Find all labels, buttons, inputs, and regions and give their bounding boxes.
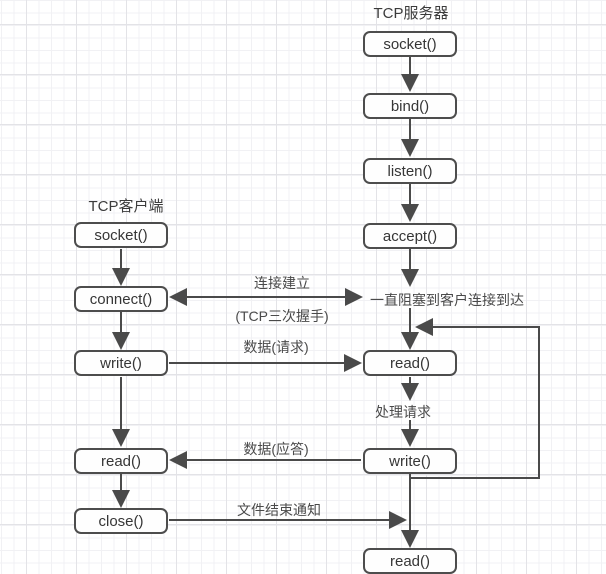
label-process-request: 处理请求: [375, 404, 431, 420]
client-node-socket: socket(): [74, 222, 168, 248]
label-data-request: 数据(请求): [243, 339, 309, 355]
client-node-close: close(): [74, 508, 168, 534]
label-blocked-until-client: 一直阻塞到客户连接到达: [370, 292, 524, 308]
loop-back-arrow: [410, 318, 540, 479]
client-node-read: read(): [74, 448, 168, 474]
client-node-write: write(): [74, 350, 168, 376]
server-node-read-eof: read(): [363, 548, 457, 574]
label-three-way-handshake: (TCP三次握手): [235, 308, 329, 324]
server-node-socket: socket(): [363, 31, 457, 57]
label-eof-notice: 文件结束通知: [237, 502, 321, 518]
server-column-title: TCP服务器: [373, 5, 449, 22]
server-node-read: read(): [363, 350, 457, 376]
client-column-title: TCP客户端: [88, 198, 164, 215]
server-node-accept: accept(): [363, 223, 457, 249]
client-node-connect: connect(): [74, 286, 168, 312]
label-data-reply: 数据(应答): [243, 441, 309, 457]
message-arrows: [169, 288, 407, 529]
server-node-listen: listen(): [363, 158, 457, 184]
server-node-bind: bind(): [363, 93, 457, 119]
server-node-write: write(): [363, 448, 457, 474]
label-connection-established: 连接建立: [254, 275, 310, 291]
